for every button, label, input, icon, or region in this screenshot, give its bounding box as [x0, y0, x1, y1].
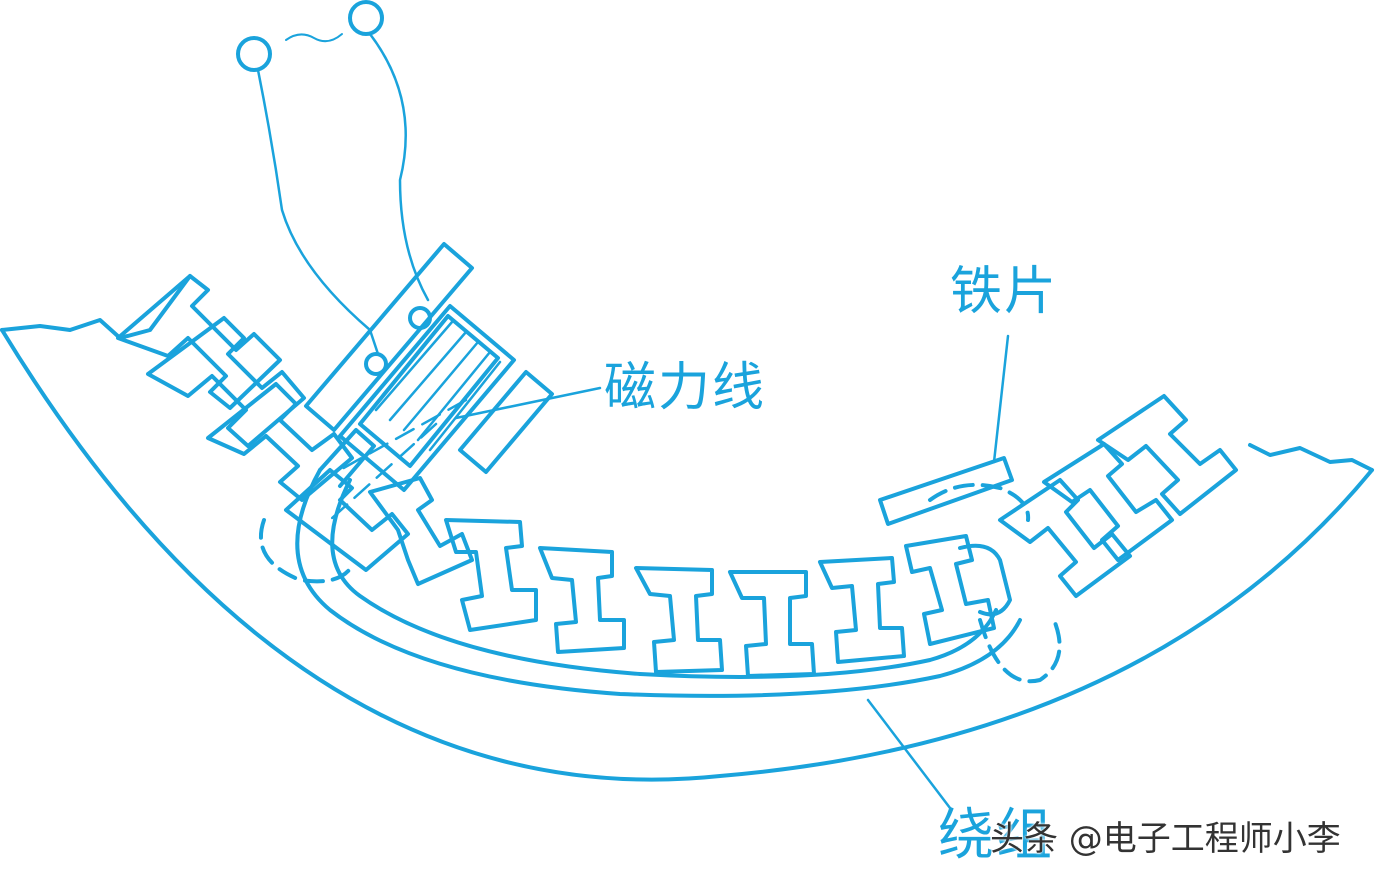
winding-coil: [258, 468, 1062, 698]
left-teeth: [116, 274, 354, 502]
probe-coil: [304, 242, 554, 522]
leader-lines: [454, 334, 1010, 810]
winding-label: 绕组: [938, 803, 1054, 868]
watermark: 头条 @电子工程师小李: [990, 819, 1341, 859]
iron-sheet: [878, 456, 1014, 526]
stator-yoke: [0, 274, 1374, 782]
right-teeth: [998, 394, 1238, 598]
terminal-right: [348, 0, 384, 36]
flux-lines-label: 磁力线: [604, 358, 767, 418]
terminal-left: [236, 36, 272, 72]
iron-sheet-label: 铁片: [950, 262, 1059, 322]
lead-wires: [236, 0, 430, 356]
